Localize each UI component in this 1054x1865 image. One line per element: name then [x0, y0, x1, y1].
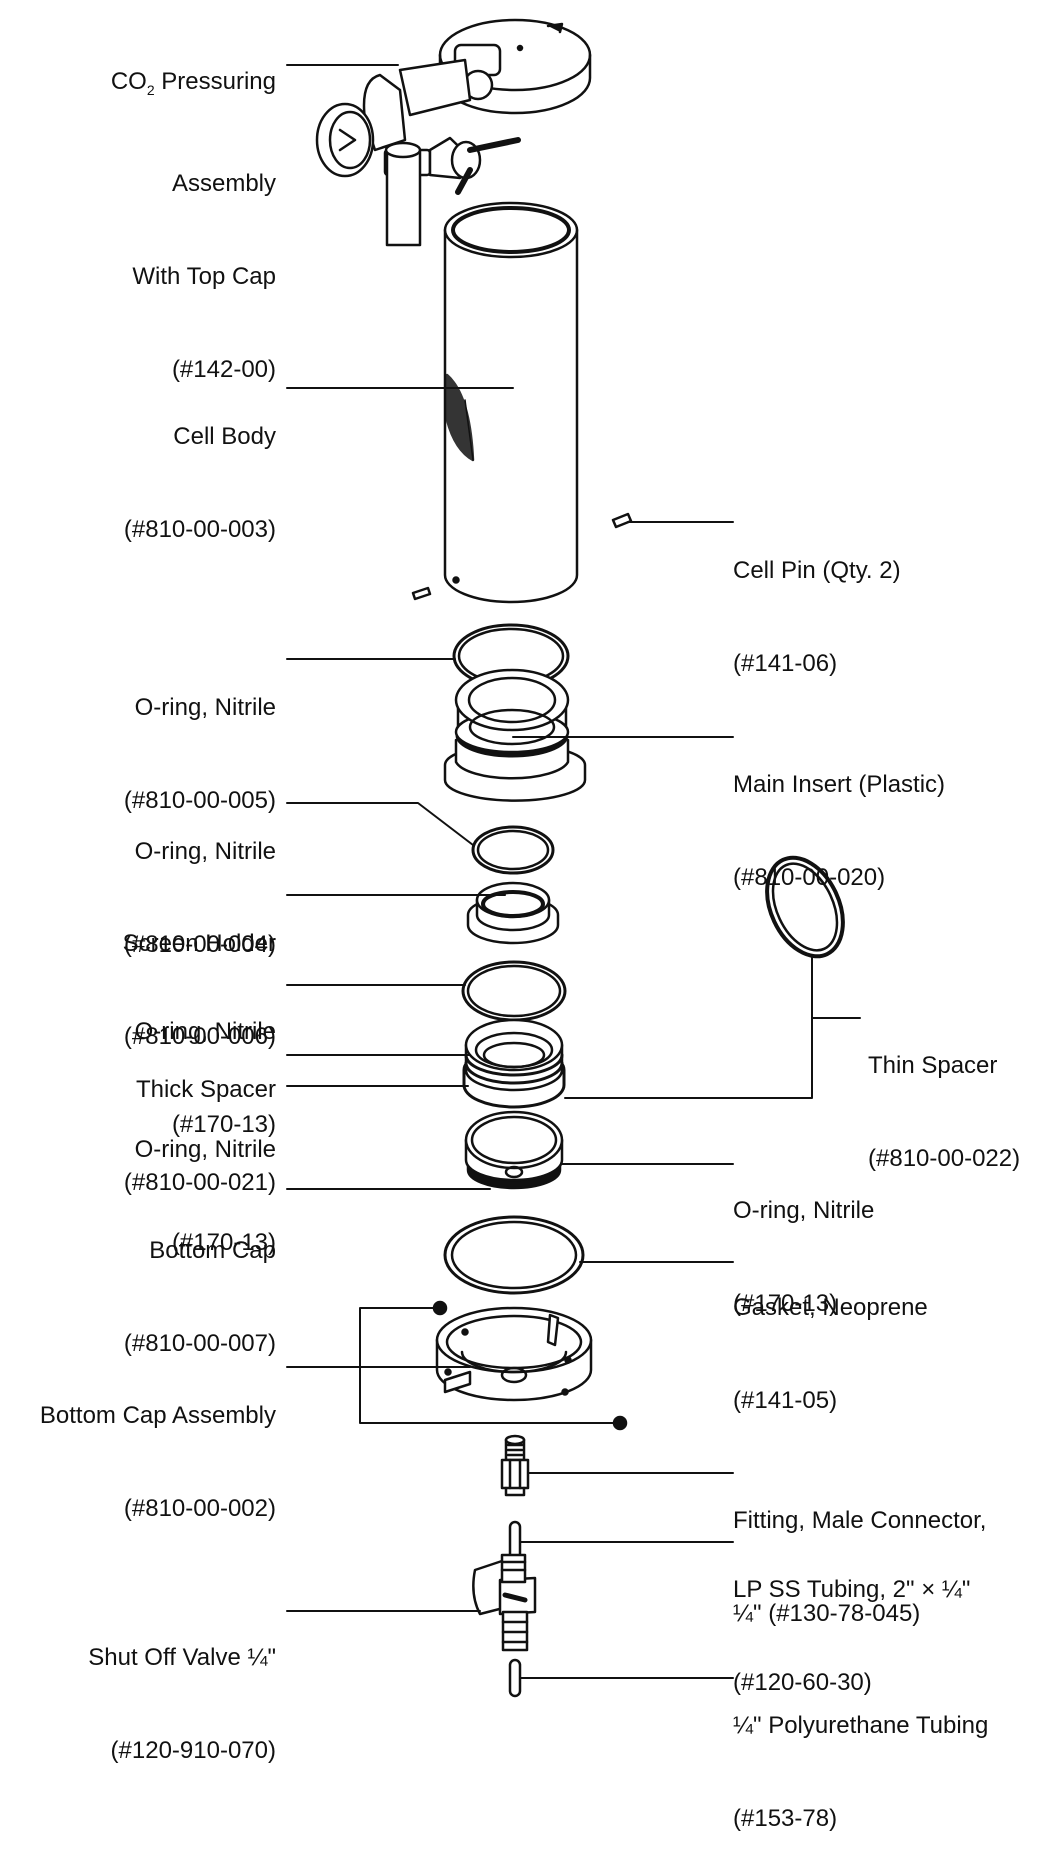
- label-oring-170-13-c: O-ring, Nitrile (#170-13): [733, 1197, 875, 1317]
- label-fitting-male-connector: Fitting, Male Connector, ¼" (#130-78-045…: [733, 1507, 987, 1627]
- label-oring-810-00-005: O-ring, Nitrile (#810-00-005): [123, 694, 276, 814]
- polyurethane-tubing: [508, 1658, 522, 1698]
- bottom-cap-assembly: [432, 1300, 628, 1431]
- label-thin-spacer: Thin Spacer (#810-00-022): [868, 1052, 1021, 1172]
- thick-spacer: [462, 1018, 566, 1109]
- label-cell-pin: Cell Pin (Qty. 2) (#141-06): [733, 557, 901, 677]
- bottom-cap: [464, 1110, 564, 1190]
- oring-810-00-004: [471, 825, 555, 875]
- label-gasket-neoprene: Gasket, Neoprene (#141-05): [733, 1294, 928, 1414]
- co2-pressuring-assembly: [315, 18, 592, 247]
- label-main-insert: Main Insert (Plastic) (#810-00-020): [733, 771, 946, 891]
- thin-spacer: [765, 855, 845, 959]
- label-cell-body: Cell Body (#810-00-003): [123, 423, 276, 543]
- leader-lines: [286, 64, 861, 1679]
- main-insert: [443, 668, 587, 802]
- label-thick-spacer: Thick Spacer (#810-00-021): [123, 1076, 276, 1196]
- label-bottom-cap-assembly: Bottom Cap Assembly (#810-00-002): [39, 1402, 276, 1522]
- exploded-assembly-diagram: [286, 18, 861, 1698]
- label-shut-off-valve: Shut Off Valve ¼" (#120-910-070): [88, 1644, 276, 1764]
- label-screen-holder: Screen Holder (#810-00-006): [122, 930, 276, 1050]
- label-oring-170-13-b: O-ring, Nitrile (#170-13): [134, 1136, 276, 1256]
- label-co2-pressuring-assembly: CO2 Pressuring Assembly With Top Cap (#1…: [110, 68, 276, 383]
- oring-170-13-a: [461, 960, 567, 1022]
- label-bottom-cap: Bottom Cap (#810-00-007): [123, 1237, 276, 1357]
- lp-ss-tubing: [508, 1520, 522, 1561]
- label-oring-170-13-a: O-ring, Nitrile (#170-13): [134, 1018, 276, 1138]
- gasket-neoprene: [443, 1215, 585, 1295]
- label-lp-ss-tubing: LP SS Tubing, 2" × ¼" (#120-60-30): [733, 1576, 971, 1696]
- label-polyurethane-tubing: ¼" Polyurethane Tubing (#153-78): [733, 1712, 989, 1832]
- shut-off-valve: [472, 1553, 537, 1652]
- fitting-male-connector: [500, 1434, 530, 1497]
- cell-body: [443, 201, 579, 604]
- label-oring-810-00-004: O-ring, Nitrile (#810-00-004): [123, 838, 276, 958]
- screen-holder: [466, 881, 560, 945]
